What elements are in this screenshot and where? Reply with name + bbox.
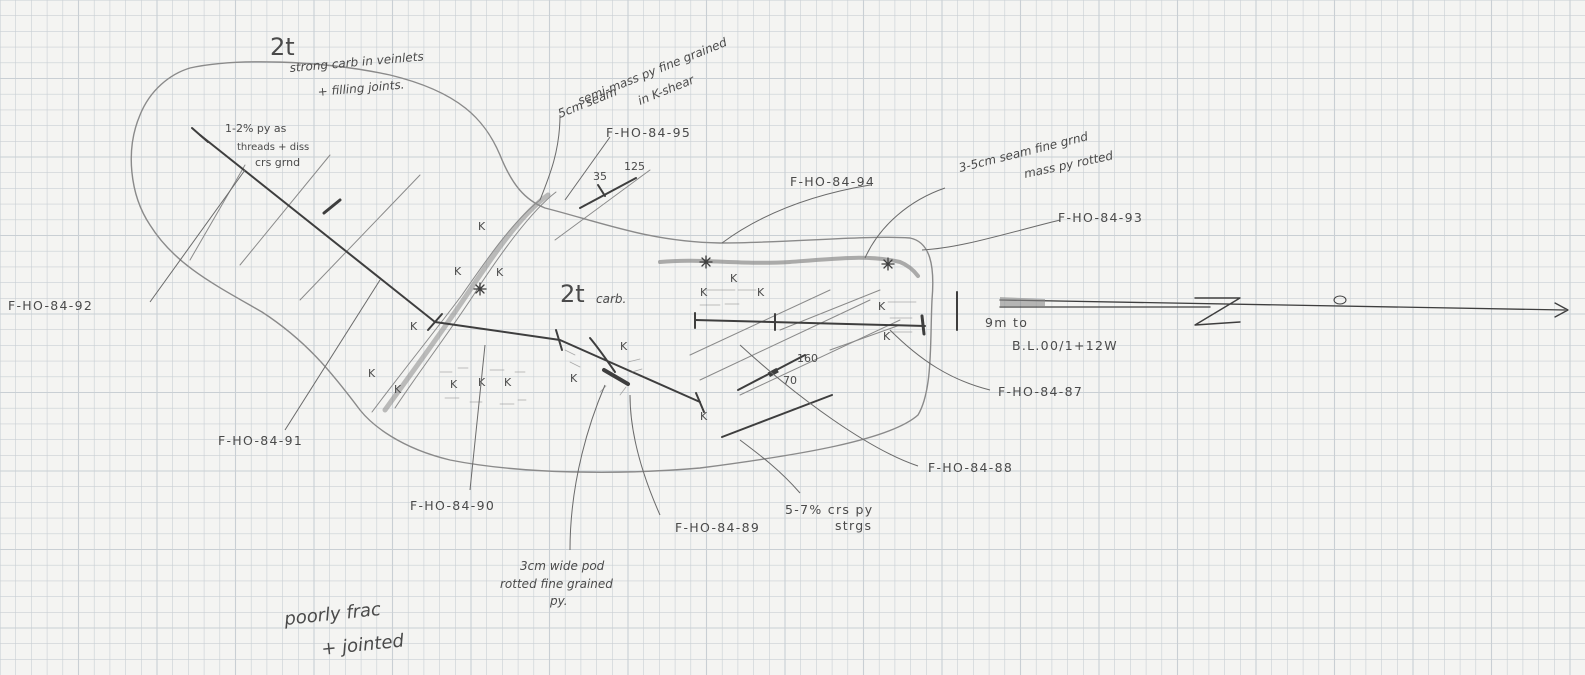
- note-distance-2: B.L.00/1+12W: [1012, 338, 1118, 353]
- k-alteration-marks: K K K K K K K K K K K K K K K K K: [368, 220, 891, 423]
- sample-labels: F-HO-84-92 F-HO-84-91 F-HO-84-90 F-HO-84…: [8, 125, 1143, 535]
- note-pod-3: py.: [549, 594, 568, 608]
- sample-label-90: F-HO-84-90: [410, 498, 495, 513]
- sample-label-91: F-HO-84-91: [218, 433, 303, 448]
- note-py-threads-3: crs grnd: [255, 156, 300, 169]
- unit-label-2t: 2t: [270, 33, 295, 61]
- dip-value-2: 70: [783, 374, 797, 387]
- k-mark: K: [700, 286, 708, 299]
- k-shear-zone: [371, 191, 557, 413]
- k-mark: K: [478, 220, 486, 233]
- k-mark: K: [496, 266, 504, 279]
- k-mark: K: [700, 410, 708, 423]
- k-mark: K: [394, 383, 402, 396]
- k-mark: K: [730, 272, 738, 285]
- joint-lines: [189, 154, 901, 396]
- unit-label-2t-center: 2t: [560, 280, 585, 308]
- sample-label-95: F-HO-84-95: [606, 125, 691, 140]
- k-mark: K: [883, 330, 891, 343]
- note-pod-2: rotted fine grained: [500, 577, 613, 591]
- k-mark: K: [478, 376, 486, 389]
- dip-value: 35: [593, 170, 607, 183]
- sample-label-92: F-HO-84-92: [8, 298, 93, 313]
- massive-pyrite-seam: [658, 255, 920, 278]
- note-pod-1: 3cm wide pod: [520, 559, 605, 573]
- sample-point-markers: [473, 255, 895, 296]
- k-mark: K: [878, 300, 886, 313]
- note-distance-1: 9m to: [985, 315, 1028, 330]
- k-mark: K: [410, 320, 418, 333]
- sample-label-94: F-HO-84-94: [790, 174, 875, 189]
- strike-value-2: 160: [797, 352, 818, 365]
- sample-label-87: F-HO-84-87: [998, 384, 1083, 399]
- note-strong-carb: strong carb in veinlets: [289, 49, 424, 75]
- alteration-hatching: [439, 289, 917, 405]
- unit-label-carb: carb.: [596, 292, 626, 306]
- k-mark: K: [450, 378, 458, 391]
- sample-label-88: F-HO-84-88: [928, 460, 1013, 475]
- k-mark: K: [368, 367, 376, 380]
- note-crs-py-2: strgs: [835, 518, 872, 533]
- note-poorly-frac: poorly frac: [282, 599, 382, 630]
- note-py-threads-1: 1-2% py as: [225, 122, 287, 135]
- strike-dip-symbol: 35 125: [579, 160, 645, 209]
- k-mark: K: [620, 340, 628, 353]
- k-mark: K: [757, 286, 765, 299]
- sample-traverse: [191, 127, 958, 438]
- leader-lines: [149, 114, 1061, 551]
- k-mark: K: [570, 372, 578, 385]
- baseline-arrow: [999, 295, 1569, 326]
- k-mark: K: [454, 265, 462, 278]
- outcrop-outline: [130, 61, 934, 473]
- strike-value: 125: [624, 160, 645, 173]
- k-mark: K: [504, 376, 512, 389]
- note-py-threads-2: threads + diss: [237, 142, 309, 153]
- sample-label-89: F-HO-84-89: [675, 520, 760, 535]
- note-crs-py-1: 5-7% crs py: [785, 502, 873, 517]
- sample-label-93: F-HO-84-93: [1058, 210, 1143, 225]
